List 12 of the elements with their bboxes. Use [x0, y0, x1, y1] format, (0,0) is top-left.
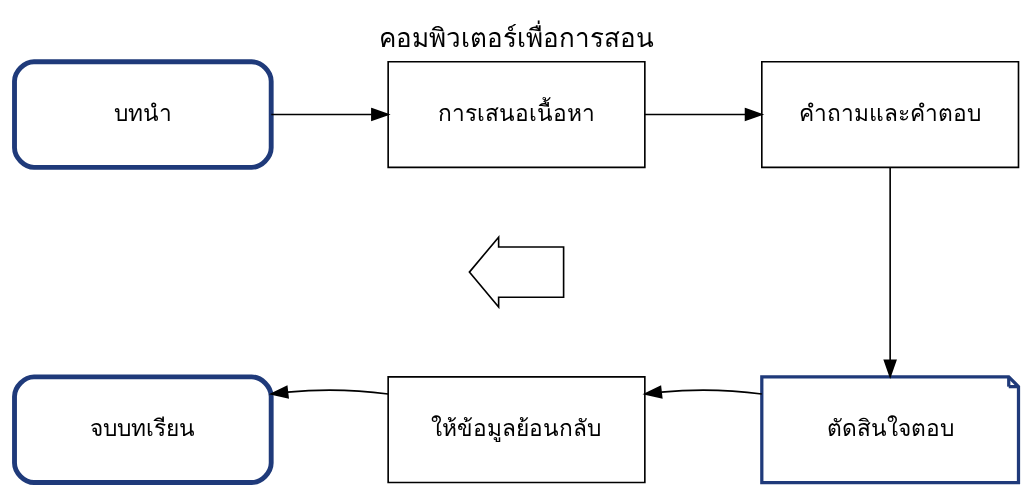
arrow — [268, 384, 389, 399]
node-box: จบบทเรียน — [12, 373, 274, 485]
arrow — [883, 166, 897, 379]
arrow — [270, 107, 391, 121]
node-box: คำถามและคำตอบ — [761, 60, 1020, 168]
diagram-title: คอมพิวเตอร์เพื่อการสอน — [379, 22, 654, 53]
node-arrow — [468, 234, 565, 309]
node-box: ให้ข้อมูลย้อนกลับ — [387, 375, 646, 483]
node-box: การเสนอเนื้อหา — [387, 60, 646, 168]
arrow — [642, 384, 763, 399]
arrow — [644, 107, 765, 121]
node-box: บทนำ — [12, 58, 274, 170]
